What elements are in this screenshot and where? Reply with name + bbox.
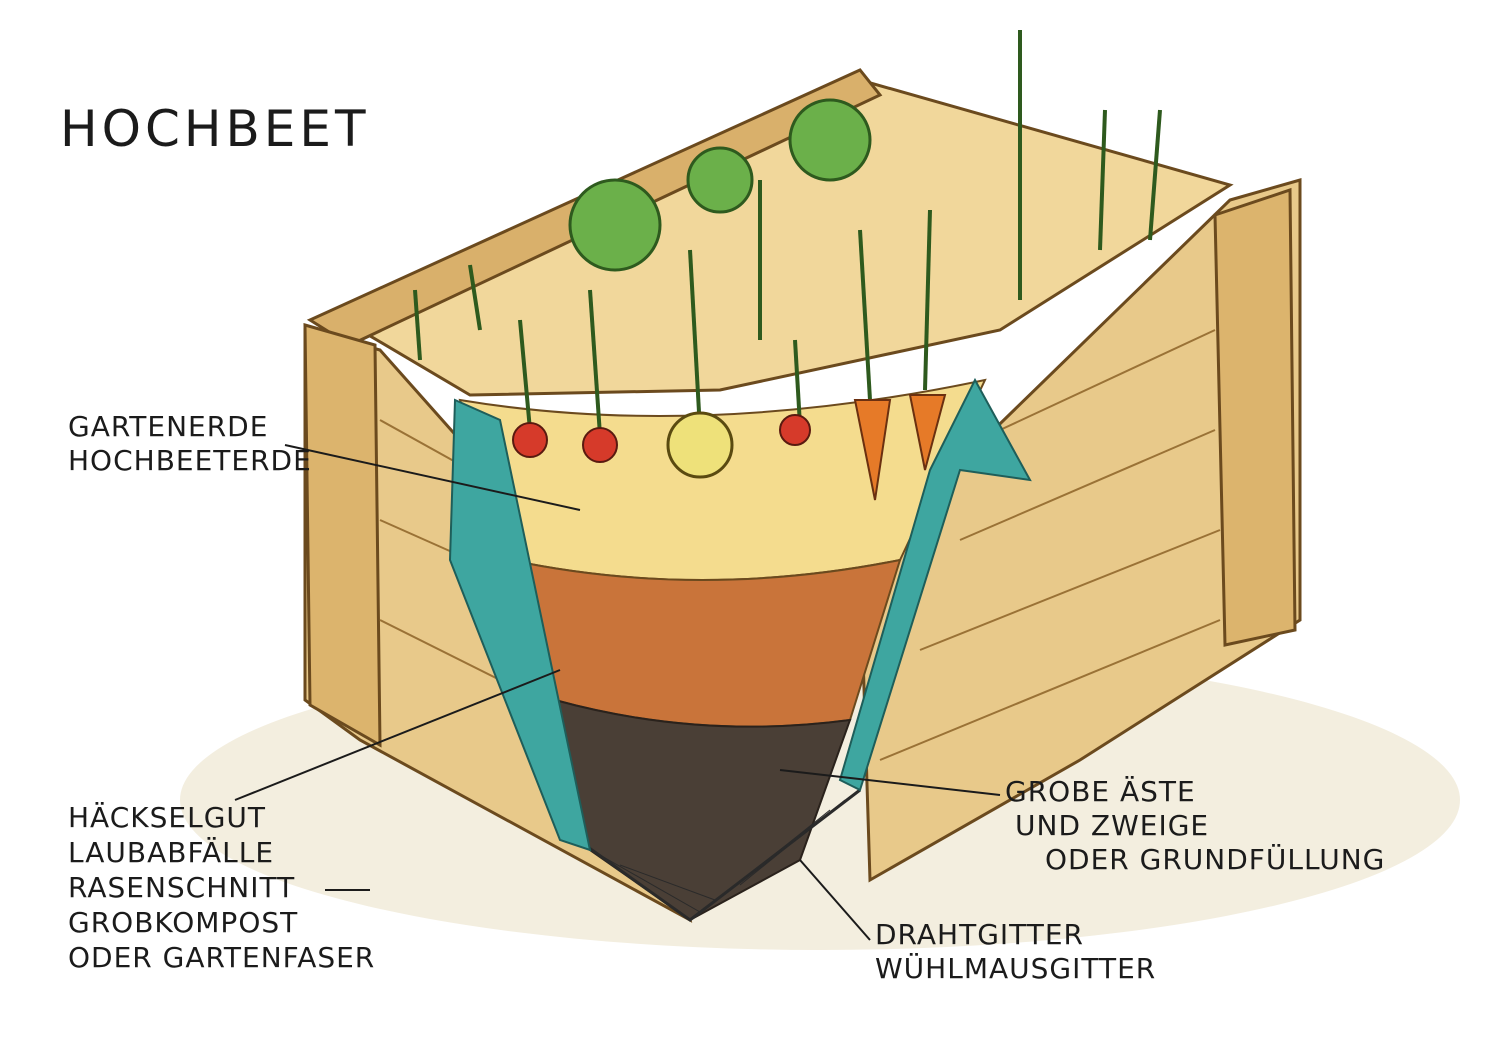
right-corner-post — [1213, 187, 1297, 647]
radish-icon — [779, 414, 811, 446]
label-line: HÄCKSELGUT — [68, 801, 266, 834]
label-line: WÜHLMAUSGITTER — [875, 952, 1157, 985]
onion-icon — [666, 411, 734, 479]
vegetables — [413, 30, 1162, 501]
carrot-icon — [908, 394, 947, 471]
organic-layer — [508, 558, 902, 728]
radish-icon — [512, 422, 548, 458]
base-leader — [779, 769, 1001, 796]
label-line: HOCHBEETERDE — [68, 444, 312, 477]
carrot-icon — [853, 399, 892, 501]
label-line: LAUBABFÄLLE — [68, 836, 275, 869]
topsoil-leader — [284, 444, 581, 511]
label-line: UND ZWEIGE — [1015, 809, 1210, 842]
liner-right — [838, 377, 1032, 792]
organic-leader — [234, 669, 561, 801]
label-line: RASENSCHNITT — [68, 871, 296, 904]
left-corner-post — [303, 323, 382, 748]
lettuce-icon — [568, 98, 872, 272]
mesh-leader — [799, 859, 871, 941]
liner-left — [448, 398, 592, 852]
label-line: GARTENERDE — [68, 410, 269, 443]
label-line: ODER GRUNDFÜLLUNG — [1045, 843, 1386, 876]
right-wall — [858, 178, 1302, 883]
label-mesh: DRAHTGITTER WÜHLMAUSGITTER — [875, 918, 1156, 986]
label-line: ODER GARTENFASER — [68, 941, 376, 974]
radish-icon — [582, 427, 618, 463]
wire-mesh — [584, 788, 861, 922]
label-organic-layer: HÄCKSELGUT LAUBABFÄLLE RASENSCHNITT GROB… — [68, 800, 375, 975]
label-base-layer: GROBE ÄSTE UND ZWEIGE ODER GRUNDFÜLLUNG — [1005, 775, 1385, 877]
label-topsoil: GARTENERDE HOCHBEETERDE — [68, 410, 312, 478]
green-stems — [413, 30, 1162, 436]
label-line: GROBKOMPOST — [68, 906, 299, 939]
label-line: DRAHTGITTER — [875, 918, 1085, 951]
leader-lines — [234, 444, 1001, 941]
base-layer — [553, 698, 852, 922]
label-line: GROBE ÄSTE — [1005, 775, 1196, 808]
page-title: HOCHBEET — [60, 100, 370, 158]
